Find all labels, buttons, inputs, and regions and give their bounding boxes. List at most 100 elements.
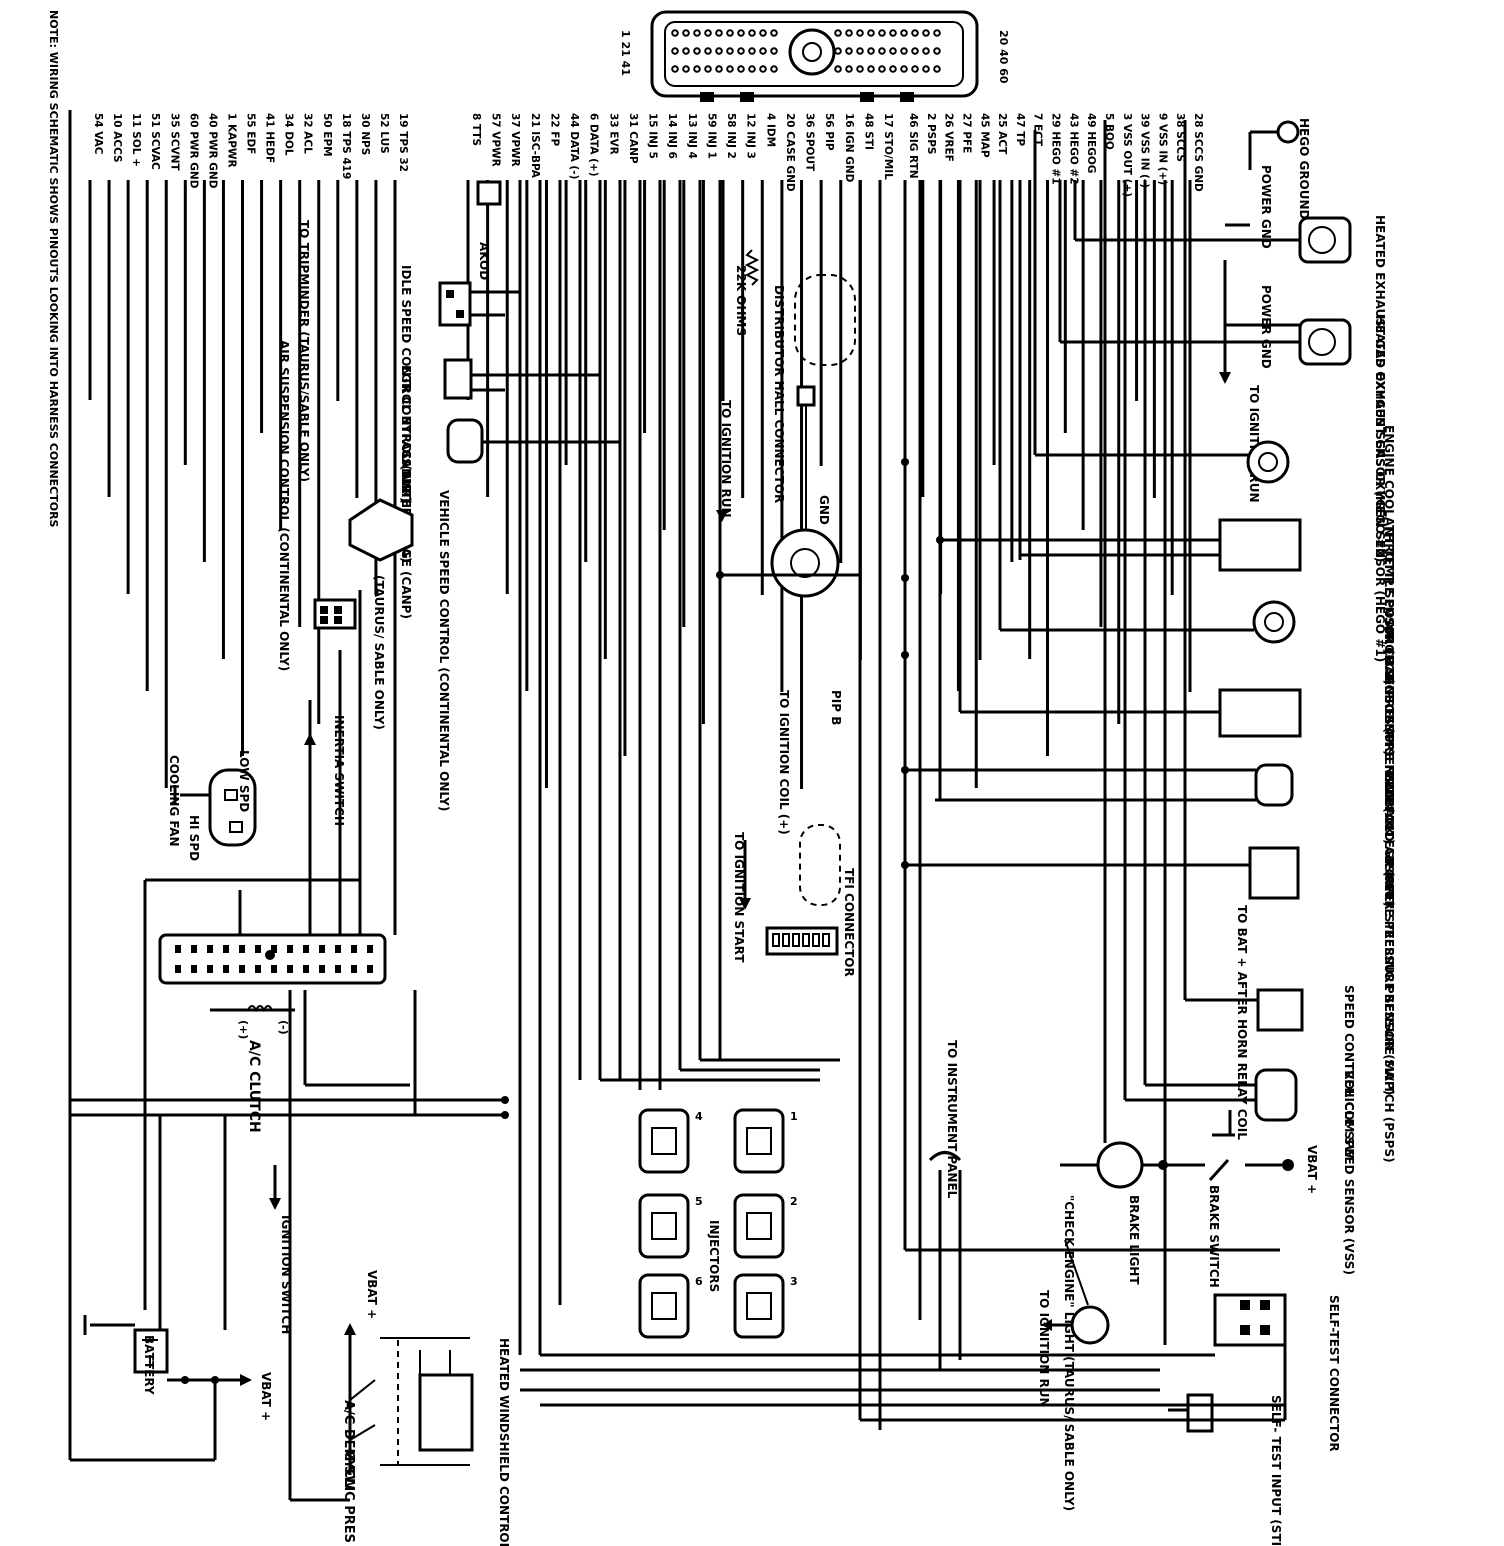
diagnostic-connector [158,933,387,985]
pin-label: 12 INJ 3 [745,113,757,159]
hego1-sensor: HEATED EXHAUST GAS OXYGEN SENSOR (HEGO #… [1060,260,1387,662]
diag-pin [351,945,357,953]
pin-label: 32 ACL [302,113,314,154]
ect-label: ENGINE COOLANT TEMP SENSOR (ECT) [1382,425,1396,685]
hego1-power-gnd: POWER GND [1259,285,1273,369]
diag-pin [271,965,277,973]
pin-label: 31 CANP [627,113,639,164]
ecu-pin [845,29,853,37]
map-label: MANIFOLD ABSOLUTE PRESSURE SENSOR (MAP) [1382,770,1396,1095]
vss-sensor: VEHICLE SPEED SENSOR (VSS) [1125,1068,1356,1275]
isc-valve: IDLE SPEED CONTROL BYPASS AIR (ISC-BPA) [399,265,520,562]
diag-pin [191,965,197,973]
ecu-pin [759,47,767,55]
pin-label: 28 SCCS GND [1192,113,1204,192]
cooling-fan: COOLING FAN LOW SPD HI SPD [167,750,257,861]
ecu-pin [671,47,679,55]
pin-label: 1 KAPWR [225,113,237,168]
ecu-pin [900,29,908,37]
ect-sensor: ENGINE COOLANT TEMP SENSOR (ECT) [1033,130,1396,685]
hwc-label: HEATED WINDSHIELD CONTROLLER [497,1338,511,1546]
junction-dot [901,766,909,774]
hi-spd-label: HI SPD [187,815,201,861]
ecu-pin [715,65,723,73]
tfi-connector: TO IGNITION COIL (+) PIP B TO IGNITION S… [732,690,856,977]
injector-number: 3 [790,1275,798,1288]
psps-switch: POWER STEERING PRESSURE SWITCH (PSPS) TO… [905,846,1396,1163]
pin-label: 2 PSPS [925,113,937,154]
ecu-pin [911,65,919,73]
injector-terminal [746,1292,772,1320]
diag-pin [175,945,181,953]
pfe-label: PRESSURE FEEDBACK EGR (PFE) [1382,690,1396,907]
ecu-pin [770,29,778,37]
pin-label: 11 SOL + [130,113,142,167]
pin-label: 8 TTS [470,113,482,146]
tfi-pins [772,933,830,947]
diag-pin [175,965,181,973]
ecu-pin [715,29,723,37]
check-engine-label: "CHECK ENGINE" LIGHT (TAURUS/ SABLE ONLY… [1062,1195,1076,1511]
injector [638,1193,690,1259]
injector [733,1273,785,1339]
diag-pin [239,945,245,953]
ecu-pin [845,47,853,55]
pin-label: 4 IDM [764,113,776,147]
injector [638,1273,690,1339]
act-sensor: AIR CHARGE TEMP SENSOR (ACT) [1000,600,1396,844]
instrument-panel-lead: TO INSTRUMENT PANEL [928,1040,962,1370]
pin-label: 34 DOL [283,113,295,156]
ecu-pin [867,47,875,55]
ecu-pin [726,47,734,55]
vsc-label: VEHICLE SPEED CONTROL (CONTINENTAL ONLY) [437,490,451,811]
pin-label: 9 VSS IN (+) [1156,113,1168,185]
ecu-pin [834,47,842,55]
pin-wires [88,180,1192,789]
pin-label: 46 SIG RTN [907,113,919,179]
schematic-note: NOTE: WIRING SCHEMATIC SHOWS PINOUTS LOO… [47,10,60,528]
hego-ground-label: HEGO GROUND [1297,118,1311,220]
ecu-pin [748,47,756,55]
battery: BATTERY [83,1315,169,1395]
pip-b-label: PIP B [829,690,843,725]
ecu-pin [922,29,930,37]
pin-label: 21 ISC-BPA [529,113,541,179]
pin-label: 17 STO/MIL [882,113,894,180]
pin-label: 55 EDF [245,113,257,154]
ac-clutch-pos: (+) [237,1020,250,1039]
pin-label: 60 PWR GND [187,113,199,189]
ecu-pin [834,65,842,73]
pin-label: 48 STI [862,113,874,150]
ecu-pin [770,65,778,73]
ecu-pin [682,65,690,73]
psps-label: POWER STEERING PRESSURE SWITCH (PSPS) [1382,860,1396,1163]
tfi-label: TFI CONNECTOR [842,868,856,977]
injector-terminal [746,1127,772,1155]
ecu-pin [748,65,756,73]
pin-label: 58 INJ 2 [725,113,737,159]
pin-label: 39 VSS IN (-) [1139,113,1151,188]
ac-clutch-label: A/C CLUTCH [246,1040,262,1133]
pin-label: 57 VPWR [490,113,502,167]
ac-clutch-neg: (-) [277,1020,290,1035]
ecu-pin [845,65,853,73]
ecu-pin [911,29,919,37]
diag-pin [319,965,325,973]
ecu-pin [737,65,745,73]
ecu-pin [682,29,690,37]
diag-pin [335,965,341,973]
pin-label: 3 VSS OUT (+) [1121,113,1133,197]
junction-dot [501,1111,509,1119]
tfi-pin [772,933,780,947]
ecu-pin [737,29,745,37]
diag-pin [255,965,261,973]
ecu-pin [748,29,756,37]
diag-pin [207,965,213,973]
ohms-label: 22K OHMS [734,265,748,336]
pin-label: 47 TP [1014,113,1026,146]
self-test-connector: SELF-TEST CONNECTOR [540,1293,1341,1452]
ecu-pin [933,29,941,37]
injector [638,1108,690,1174]
pin-label: 52 LUS [378,113,390,154]
